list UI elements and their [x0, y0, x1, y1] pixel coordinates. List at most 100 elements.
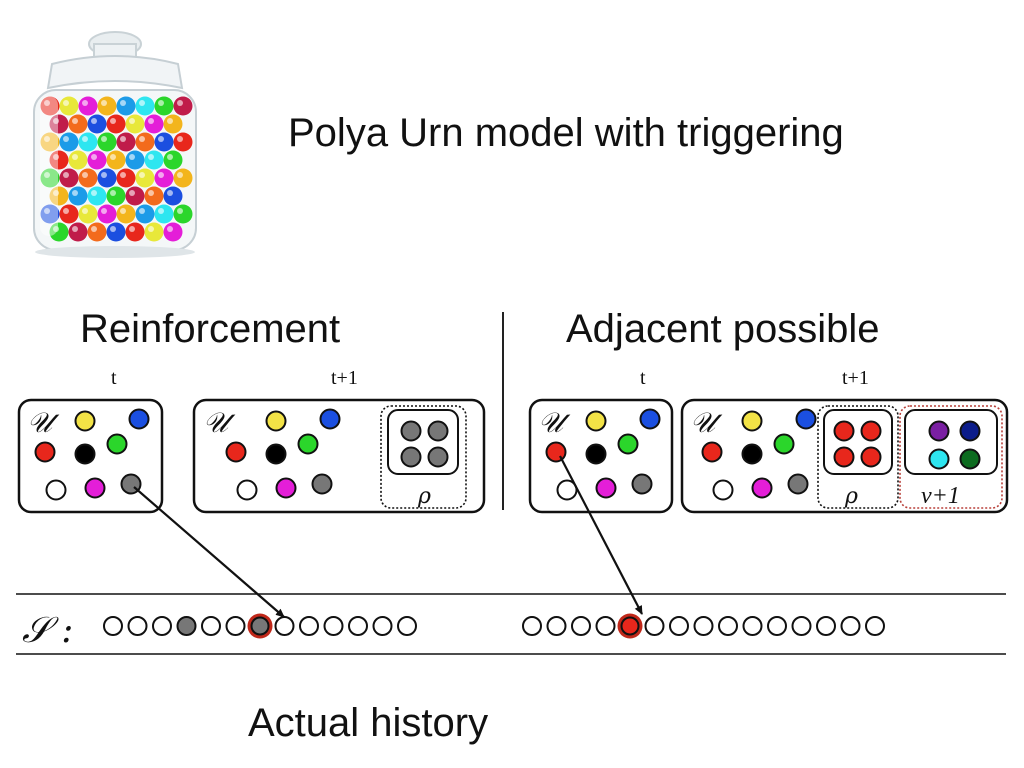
gumball-shine	[44, 100, 50, 106]
gumball	[163, 222, 183, 242]
sequence-left-item-empty	[201, 616, 221, 636]
sequence-right-item-empty	[742, 616, 763, 636]
rho-added-right-ball-red	[833, 446, 855, 468]
gumball	[163, 114, 183, 134]
gumball-shine	[91, 190, 97, 196]
gumball	[154, 132, 174, 152]
urn-right-t-ball-red	[545, 441, 567, 463]
urn-left-t-ball-white	[45, 479, 67, 501]
gumball-shine	[82, 136, 88, 142]
gumball-shine	[63, 100, 69, 106]
sequence-right-item-empty	[595, 616, 616, 636]
sequence-right-item-empty	[791, 616, 812, 636]
urn-left-t-ball-red	[34, 441, 56, 463]
gumball-shine	[129, 190, 135, 196]
gumball	[97, 204, 117, 224]
urn-left-t	[17, 398, 164, 514]
actual-history-caption: Actual history	[248, 701, 488, 745]
right-time-t: t	[640, 367, 646, 389]
urn-symbol-left-t1: 𝒰	[203, 406, 236, 439]
urn-left-t-ball-yellow	[74, 410, 96, 432]
gumball-shine	[82, 100, 88, 106]
rho-added-left-ball-gray	[427, 446, 449, 468]
gumball	[78, 132, 98, 152]
gumball-shine	[148, 190, 154, 196]
sequence-left-item-gray	[250, 616, 270, 636]
gumball	[97, 132, 117, 152]
sequence-left-item-empty	[225, 616, 246, 636]
rho-added-right-ball-red	[860, 446, 882, 468]
sequence-right-item-empty	[644, 616, 665, 636]
gumball	[59, 96, 79, 116]
gumball-shine	[72, 226, 78, 232]
gumball-shine	[177, 100, 183, 106]
rho-added-left-ball-gray	[400, 446, 422, 468]
urn-right-t-ball-black	[585, 443, 607, 465]
urn-right-t1-ball-red	[701, 441, 723, 463]
gumball	[144, 114, 164, 134]
sequence-right-item-empty	[693, 616, 714, 636]
sequence-right-item-empty	[669, 616, 689, 636]
gumball	[116, 204, 136, 224]
gumball	[135, 132, 155, 152]
urn-left-t-ball-blue	[128, 408, 150, 430]
gumball	[78, 204, 98, 224]
new-added-ball-navy	[959, 420, 981, 442]
urn-right-t-ball-gray	[631, 473, 653, 495]
gumball	[125, 150, 145, 170]
gumball-shine	[158, 172, 164, 178]
urn-left-t1-ball-blue	[319, 408, 341, 430]
gumball	[87, 186, 107, 206]
rho-dotted-box-right	[817, 405, 899, 509]
gumball	[144, 186, 164, 206]
gumball	[163, 150, 183, 170]
urn-left-t-ball-black	[74, 443, 96, 465]
gumball	[173, 204, 193, 224]
gumball	[116, 96, 136, 116]
gumball-shine	[44, 136, 50, 142]
sequence-right-item-empty	[718, 616, 738, 636]
urn-left-t1-ball-magenta	[275, 477, 297, 499]
gumball-shine	[53, 118, 59, 124]
sequence-left-item-empty	[348, 616, 368, 636]
reinforcement-heading: Reinforcement	[80, 307, 340, 351]
candy-jar-image	[33, 31, 197, 258]
urn-symbol-right-t1: 𝒰	[690, 406, 723, 439]
urn-right-t-ball-yellow	[585, 410, 607, 432]
gumball	[68, 114, 88, 134]
sequence-left-item-empty	[152, 616, 172, 636]
gumball	[106, 114, 126, 134]
gumball	[97, 168, 117, 188]
gumball-shine	[53, 226, 59, 232]
nu-plus-one-label: ν+1	[921, 483, 960, 509]
gumball	[78, 168, 98, 188]
urn-right-t	[528, 398, 674, 514]
rho-label-right: ρ	[844, 484, 858, 509]
gumball-shine	[129, 226, 135, 232]
gumball-shine	[82, 208, 88, 214]
gumball-shine	[53, 190, 59, 196]
urn-left-t1-ball-gray	[311, 473, 333, 495]
gumball-shine	[177, 172, 183, 178]
gumball	[116, 132, 136, 152]
sequence-label: 𝒮 :	[22, 610, 73, 651]
gumball-shine	[158, 100, 164, 106]
gumball	[87, 114, 107, 134]
urn-right-t1-ball-yellow	[741, 410, 763, 432]
gumball-shine	[110, 226, 116, 232]
urn-right-t-ball-green	[617, 433, 639, 455]
sequence-right-item-empty	[522, 616, 542, 636]
gumball	[106, 150, 126, 170]
gumball-shine	[63, 208, 69, 214]
sequence-left-item-empty	[397, 616, 417, 636]
gumball	[154, 204, 174, 224]
sequence-left-item-empty	[299, 616, 319, 636]
urn-right-t-ball-blue	[639, 408, 661, 430]
gumball	[68, 150, 88, 170]
gumball-shine	[44, 208, 50, 214]
gumball	[173, 132, 193, 152]
gumball	[173, 96, 193, 116]
gumball	[78, 96, 98, 116]
urn-left-t1-ball-white	[236, 479, 258, 501]
new-balls-inner-box	[904, 409, 998, 475]
